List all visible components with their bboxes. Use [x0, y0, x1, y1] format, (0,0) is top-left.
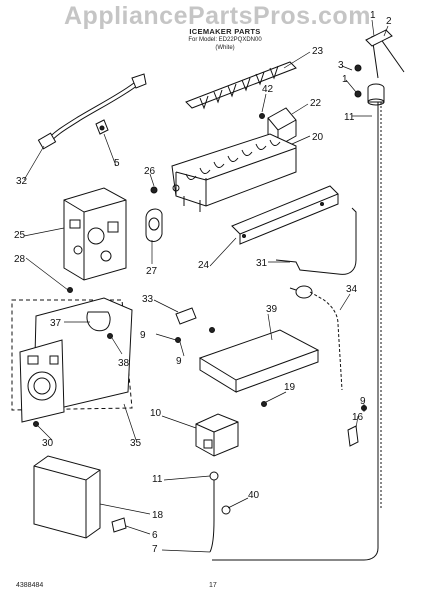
heater-plate — [198, 329, 320, 393]
document-number: 4388484 — [16, 582, 44, 589]
watermark: AppliancePartsPros.com — [64, 2, 371, 30]
callout-1: 1 — [370, 10, 376, 21]
callout-11: 11 — [344, 112, 355, 123]
callout-31: 31 — [256, 258, 268, 269]
shutoff-arm — [275, 207, 357, 275]
callout-42: 42 — [262, 84, 274, 95]
callout-34: 34 — [346, 284, 358, 295]
callout-27: 27 — [146, 266, 158, 277]
cover — [33, 455, 127, 539]
callout-22: 22 — [310, 98, 322, 109]
callout-24: 24 — [198, 260, 210, 271]
model-line: For Model: ED22PQXDN00 — [188, 37, 262, 43]
callout-9: 9 — [176, 356, 182, 367]
callout-28: 28 — [14, 254, 26, 265]
callout-5: 5 — [114, 158, 120, 169]
callout-1: 1 — [342, 74, 348, 85]
callout-9: 9 — [140, 330, 146, 341]
callout-37: 37 — [50, 318, 62, 329]
callout-32: 32 — [16, 176, 28, 187]
callout-2: 2 — [386, 16, 392, 27]
page-number: 17 — [209, 582, 217, 589]
diagram-title: ICEMAKER PARTS — [189, 27, 261, 36]
callout-9: 9 — [360, 396, 366, 407]
callout-40: 40 — [248, 490, 260, 501]
callout-26: 26 — [144, 166, 156, 177]
water-valve — [195, 413, 239, 553]
callout-7: 7 — [152, 544, 158, 555]
ice-mold — [171, 133, 297, 212]
motor-housing — [63, 187, 127, 293]
callout-20: 20 — [312, 132, 324, 143]
callout-3: 3 — [338, 60, 344, 71]
fill-tube — [212, 405, 379, 561]
fill-cup-assembly — [354, 29, 405, 510]
callout-30: 30 — [42, 438, 54, 449]
control-box-outline — [11, 299, 133, 411]
callout-33: 33 — [142, 294, 154, 305]
callout-25: 25 — [14, 230, 26, 241]
callout-6: 6 — [152, 530, 158, 541]
wire-harness — [37, 73, 147, 150]
control-module — [19, 297, 133, 427]
callout-18: 18 — [152, 510, 164, 521]
callout-23: 23 — [312, 46, 324, 57]
motor-gear — [145, 186, 163, 242]
callout-19: 19 — [284, 382, 296, 393]
water-tube — [289, 285, 343, 391]
callout-10: 10 — [150, 408, 162, 419]
callout-11: 11 — [152, 474, 163, 485]
callout-39: 39 — [266, 304, 278, 315]
stripper — [231, 185, 339, 245]
callout-35: 35 — [130, 438, 142, 449]
callout-38: 38 — [118, 358, 130, 369]
color-line: (White) — [215, 45, 235, 51]
bracket-33 — [175, 307, 267, 407]
callout-16: 16 — [352, 412, 364, 423]
ejector-assembly — [185, 61, 297, 110]
